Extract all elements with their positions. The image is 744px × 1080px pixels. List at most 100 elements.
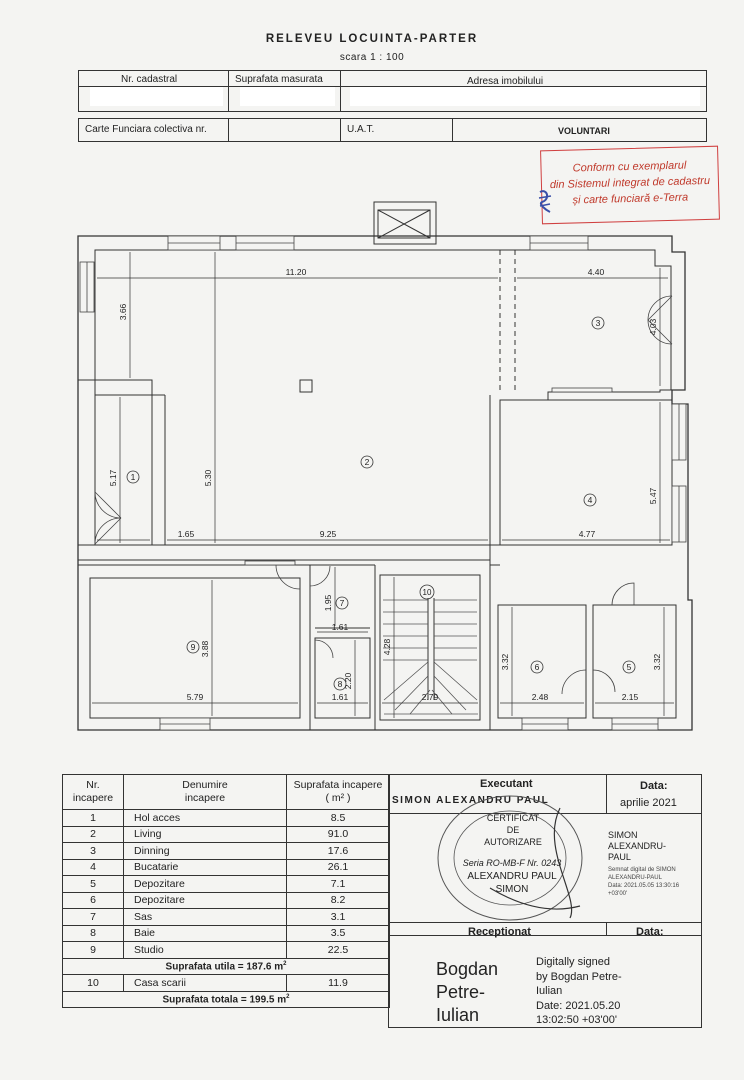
- room-nr: 2: [62, 825, 124, 843]
- room-nr: 1: [62, 809, 124, 827]
- dimension-label: 5.17: [108, 469, 118, 486]
- room-area: 91.0: [286, 825, 390, 843]
- room-area: 17.6: [286, 842, 390, 860]
- useful-area: Suprafata utila = 187.6 m2: [62, 957, 390, 975]
- room-number: 9: [191, 642, 196, 652]
- dimension-label: 3.88: [200, 640, 210, 657]
- room-nr: 9: [62, 941, 124, 959]
- seal-text: CERTIFICAT DE AUTORIZARE: [484, 813, 542, 847]
- room-name: Bucatarie: [123, 858, 287, 876]
- chimney: [373, 201, 437, 245]
- dimension-label: 4.28: [382, 638, 392, 655]
- room-name: Baie: [123, 924, 287, 942]
- uat-value-cell: VOLUNTARI: [452, 118, 707, 142]
- dimension-label: 4.03: [648, 318, 658, 335]
- date-label: Data:: [640, 780, 668, 792]
- room-area: 3.1: [286, 908, 390, 926]
- room-area: 26.1: [286, 858, 390, 876]
- table-row: 10 Casa scarii 11.9: [62, 974, 390, 992]
- uat-value: VOLUNTARI: [558, 126, 610, 136]
- room-name: Depozitare: [123, 891, 287, 909]
- room-name: Depozitare: [123, 875, 287, 893]
- dimension-label: 2.20: [343, 672, 353, 689]
- dimension-label: 2.79: [422, 692, 439, 702]
- dimension-label: 4.77: [579, 529, 596, 539]
- room-nr: 8: [62, 924, 124, 942]
- room-number: 2: [365, 457, 370, 467]
- room-number: 1: [131, 472, 136, 482]
- room-number: 8: [338, 679, 343, 689]
- receptionat-digital-signature: Digitally signed by Bogdan Petre- Iulian…: [536, 956, 622, 1026]
- blue-ink-mark: [538, 190, 552, 213]
- stair-nr: 10: [62, 974, 124, 992]
- seal-text: Seria RO-MB-F Nr. 0243 ALEXANDRU PAUL SI…: [462, 858, 562, 895]
- total-area: Suprafata totala = 199.5 m2: [62, 990, 390, 1008]
- room-area: 3.5: [286, 924, 390, 942]
- stair-area: 11.9: [286, 974, 390, 992]
- room-name: Studio: [123, 941, 287, 959]
- divider: [388, 813, 702, 814]
- area-label: Suprafata masurata: [235, 74, 323, 85]
- redacted-block: [240, 86, 335, 106]
- receptionat-signature-name: Bogdan Petre- Iulian: [436, 959, 499, 1025]
- scale-label: scara 1 : 100: [339, 52, 405, 63]
- room-area: 8.5: [286, 809, 390, 827]
- dimension-label: 1.61: [332, 622, 349, 632]
- room-area: 22.5: [286, 941, 390, 959]
- dimension-label: 1.65: [178, 529, 195, 539]
- room-name: Dinning: [123, 842, 287, 860]
- dimension-label: 11.20: [286, 267, 307, 277]
- room-nr: 4: [62, 858, 124, 876]
- address-cell: Adresa imobilului: [340, 70, 707, 112]
- dimension-label: 2.48: [532, 692, 549, 702]
- address-label: Adresa imobilului: [467, 76, 544, 87]
- digital-signature-details: Semnat digital de SIMON ALEXANDRU-PAUL D…: [608, 867, 680, 897]
- redacted-block: [350, 86, 700, 106]
- receptionat-label: Receptionat: [468, 926, 531, 938]
- room-number: 7: [340, 598, 345, 608]
- floor-plan: 1 2 3 4 5 6 7 8 9 10 11.20 4.40 1.65 9.2…: [77, 201, 693, 731]
- room-nr: 7: [62, 908, 124, 926]
- room-number: 6: [535, 662, 540, 672]
- divider: [78, 86, 707, 87]
- divider: [606, 774, 607, 814]
- redacted-block: [90, 86, 223, 106]
- executant-date: aprilie 2021: [620, 797, 677, 809]
- executant-name: SIMON ALEXANDRU PAUL: [392, 795, 550, 806]
- executant-label: Executant: [480, 778, 533, 790]
- room-nr: 6: [62, 891, 124, 909]
- dimension-label: 5.79: [187, 692, 204, 702]
- dimension-label: 3.32: [652, 653, 662, 670]
- divider: [388, 922, 702, 936]
- room-number: 5: [627, 662, 632, 672]
- room-number: 4: [588, 495, 593, 505]
- digital-signature-executant: SIMON ALEXANDRU- PAUL: [608, 830, 667, 862]
- dimension-label: 9.25: [320, 529, 337, 539]
- room-area: 8.2: [286, 891, 390, 909]
- stair-name: Casa scarii: [123, 974, 287, 992]
- cadastral-label: Nr. cadastral: [121, 74, 178, 85]
- receptionat-date-label: Data:: [636, 926, 664, 938]
- signature-panel: [388, 774, 702, 1028]
- room-number: 10: [423, 588, 432, 597]
- room-nr: 3: [62, 842, 124, 860]
- dimension-label: 1.95: [323, 594, 333, 611]
- room-area: 7.1: [286, 875, 390, 893]
- header-nr: Nr.incapere: [62, 774, 124, 810]
- uat-label: U.A.T.: [347, 124, 375, 135]
- dimension-label: 3.66: [118, 303, 128, 320]
- authorization-seal: [437, 795, 583, 921]
